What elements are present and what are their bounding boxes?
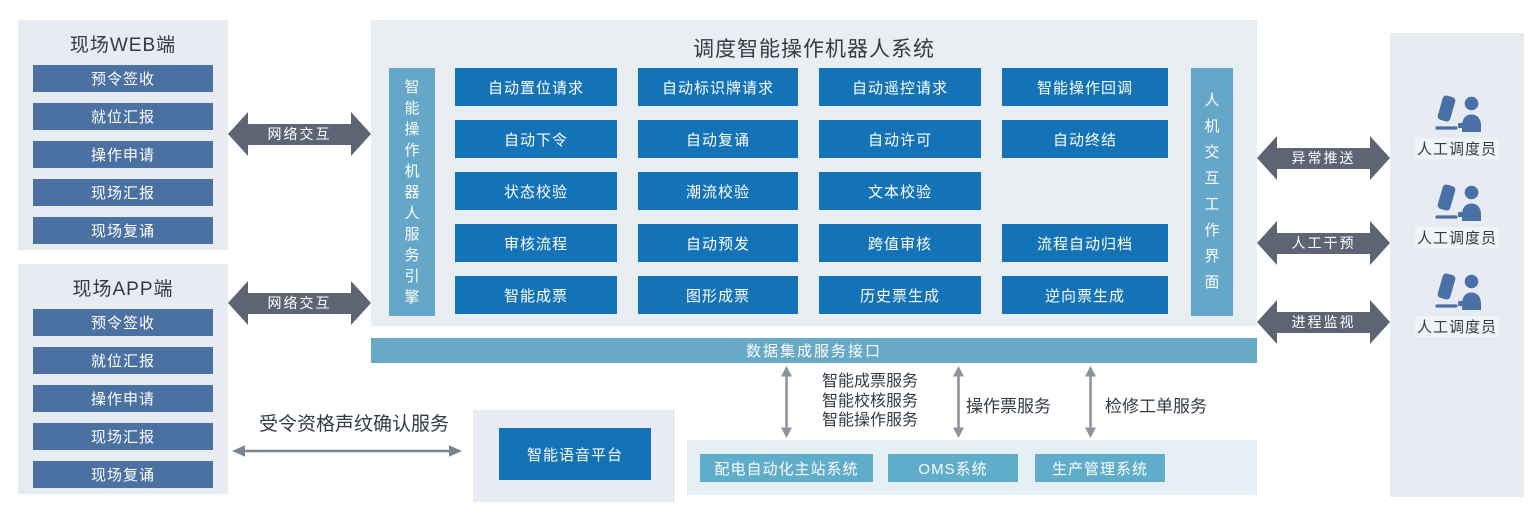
arrow-right-head [1370, 221, 1390, 265]
function-box: 智能操作回调 [1002, 68, 1168, 106]
arrow-left-head [228, 112, 248, 156]
arrow-right-head [351, 112, 371, 156]
web-panel-item: 现场汇报 [33, 179, 213, 206]
app-client-panel: 现场APP端 预令签收 就位汇报 操作申请 现场汇报 现场复诵 [18, 264, 228, 494]
arrow-left-head [1257, 300, 1277, 344]
web-panel-item: 预令签收 [33, 65, 213, 92]
arrow-left-head [1257, 221, 1277, 265]
right-arrow-label: 异常推送 [1277, 147, 1370, 169]
dispatcher-group: 人工调度员 [1414, 184, 1499, 248]
dispatcher-label: 人工调度员 [1414, 138, 1499, 159]
function-box: 自动复诵 [638, 120, 798, 158]
function-box: 自动遥控请求 [819, 68, 981, 106]
external-system-box: OMS系统 [888, 454, 1018, 482]
function-grid: 自动置位请求 自动标识牌请求 自动遥控请求 智能操作回调 自动下令 自动复诵 自… [455, 68, 1168, 316]
dispatcher-desk-icon [1435, 184, 1481, 221]
data-integration-bus: 数据集成服务接口 [371, 338, 1257, 363]
function-box: 流程自动归档 [1002, 224, 1168, 262]
right-arrow-label: 进程监视 [1277, 311, 1370, 333]
service-vertical-arrow [953, 366, 964, 438]
voice-platform-container: 智能语音平台 [473, 410, 675, 502]
web-panel-item: 现场复诵 [33, 217, 213, 244]
web-panel-item: 就位汇报 [33, 103, 213, 130]
app-panel-title: 现场APP端 [72, 279, 174, 300]
arrow-right-head [1370, 300, 1390, 344]
manual-intervention-arrow: 人工干预 [1257, 221, 1390, 265]
function-box: 智能成票 [455, 276, 617, 314]
app-panel-item: 就位汇报 [33, 347, 213, 374]
function-box: 审核流程 [455, 224, 617, 262]
right-arrow-label: 人工干预 [1277, 232, 1370, 254]
function-box: 自动许可 [819, 120, 981, 158]
dispatcher-desk-icon [1435, 273, 1481, 310]
function-box: 自动预发 [638, 224, 798, 262]
dispatcher-label: 人工调度员 [1414, 316, 1499, 337]
function-box: 历史票生成 [819, 276, 981, 314]
service-label-stack: 智能成票服务 智能校核服务 智能操作服务 [822, 372, 918, 431]
service-vertical-arrow [1085, 366, 1096, 438]
service-engine-bar: 智能操作机器人服务引擎 [389, 68, 435, 316]
exception-push-arrow: 异常推送 [1257, 136, 1390, 180]
arrow-left-head [228, 281, 248, 325]
web-panel-item: 操作申请 [33, 141, 213, 168]
external-systems-container: 配电自动化主站系统 OMS系统 生产管理系统 [687, 440, 1257, 495]
dispatcher-panel: 人工调度员 人工调度员 [1390, 33, 1524, 497]
operation-ticket-service-label: 操作票服务 [966, 397, 1051, 416]
external-system-box: 配电自动化主站系统 [700, 454, 873, 482]
service-vertical-arrow [781, 366, 792, 438]
network-arrow-app: 网络交互 [228, 281, 371, 325]
function-box: 逆向票生成 [1002, 276, 1168, 314]
arrow-right-head [351, 281, 371, 325]
app-panel-item: 操作申请 [33, 385, 213, 412]
web-panel-title: 现场WEB端 [69, 35, 177, 56]
service-label: 智能成票服务 [822, 373, 919, 390]
voiceprint-double-arrow [232, 445, 462, 457]
function-box: 自动终结 [1002, 120, 1168, 158]
function-box: 图形成票 [638, 276, 798, 314]
arrow-left-head [1257, 136, 1277, 180]
network-arrow-web: 网络交互 [228, 112, 371, 156]
external-system-box: 生产管理系统 [1035, 454, 1165, 482]
web-client-panel: 现场WEB端 预令签收 就位汇报 操作申请 现场汇报 现场复诵 [18, 20, 228, 250]
function-box: 自动标识牌请求 [638, 68, 798, 106]
voice-platform-box: 智能语音平台 [499, 428, 651, 480]
dispatcher-label: 人工调度员 [1414, 227, 1499, 248]
hmi-bar-label: 人机交互工作界面 [1204, 92, 1220, 291]
function-box: 自动置位请求 [455, 68, 617, 106]
arrow-right-head [1370, 136, 1390, 180]
robot-system-panel: 调度智能操作机器人系统 智能操作机器人服务引擎 自动置位请求 自动标识牌请求 自… [371, 20, 1257, 326]
function-box: 文本校验 [819, 172, 981, 210]
app-panel-item: 预令签收 [33, 309, 213, 336]
function-box: 潮流校验 [638, 172, 798, 210]
function-box: 跨值审核 [819, 224, 981, 262]
dispatcher-group: 人工调度员 [1414, 95, 1499, 159]
service-label: 智能操作服务 [822, 412, 919, 429]
maintenance-order-service-label: 检修工单服务 [1105, 397, 1207, 416]
network-arrow-label: 网络交互 [248, 292, 351, 314]
robot-system-title: 调度智能操作机器人系统 [693, 38, 935, 61]
dispatcher-group: 人工调度员 [1414, 273, 1499, 337]
app-panel-item: 现场复诵 [33, 461, 213, 488]
hmi-bar: 人机交互工作界面 [1191, 68, 1233, 316]
network-arrow-label: 网络交互 [248, 123, 351, 145]
function-box: 自动下令 [455, 120, 617, 158]
app-panel-item: 现场汇报 [33, 423, 213, 450]
voiceprint-service-label: 受令资格声纹确认服务 [258, 414, 449, 435]
empty-grid-slot [1002, 172, 1168, 210]
service-engine-label: 智能操作机器人服务引擎 [404, 78, 420, 306]
process-monitor-arrow: 进程监视 [1257, 300, 1390, 344]
dispatcher-desk-icon [1435, 95, 1481, 132]
function-box: 状态校验 [455, 172, 617, 210]
service-label: 智能校核服务 [822, 392, 919, 410]
